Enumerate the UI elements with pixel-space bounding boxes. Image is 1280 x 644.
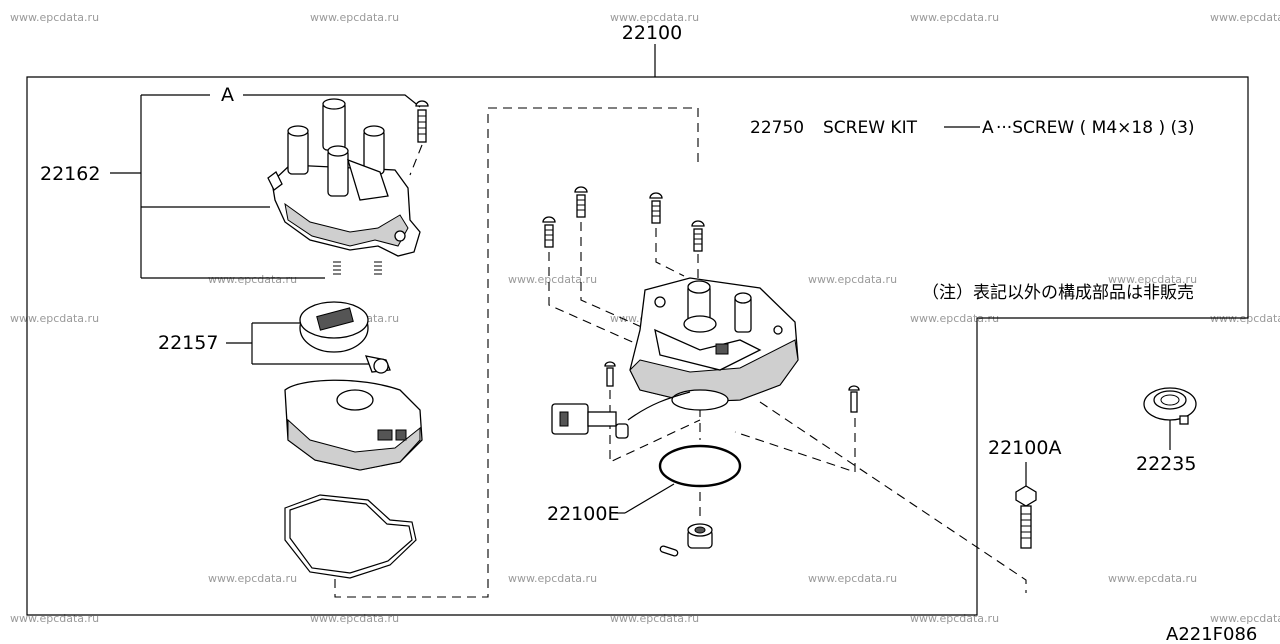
body-screws xyxy=(542,186,860,413)
gasket-inner-drawing xyxy=(289,498,413,574)
watermark-layer: www.epcdata.ru www.epcdata.ru www.epcdat… xyxy=(10,11,1280,625)
watermark: www.epcdata.ru xyxy=(208,572,297,585)
part-label-o-ring: 22100E xyxy=(547,503,619,525)
watermark: www.epcdata.ru xyxy=(10,312,99,325)
watermark: www.epcdata.ru xyxy=(808,572,897,585)
watermark: www.epcdata.ru xyxy=(910,612,999,625)
kit-note: 22750 SCREW KIT A ···SCREW ( M4×18 ) (3) xyxy=(750,118,1195,138)
assembly-part-number: 22100 xyxy=(622,22,682,44)
watermark: www.epcdata.ru xyxy=(508,572,597,585)
kit-note-part-number: 22750 xyxy=(750,118,804,138)
watermark: www.epcdata.ru xyxy=(1210,11,1280,24)
watermark: www.epcdata.ru xyxy=(10,612,99,625)
part-label-clamp: 22235 xyxy=(1136,453,1196,475)
rotor-bracket xyxy=(226,322,370,365)
watermark: www.epcdata.ru xyxy=(310,612,399,625)
kit-note-description: ···SCREW ( M4×18 ) (3) xyxy=(996,118,1195,138)
distributor-body-drawing xyxy=(629,277,799,411)
bolt-drawing xyxy=(1015,462,1037,549)
part-label-rotor: 22157 xyxy=(158,332,218,354)
housing-plate-drawing xyxy=(284,379,423,471)
o-ring-drawing xyxy=(658,444,742,488)
figure-code: A221F086 xyxy=(1166,624,1257,640)
distributor-cap-drawing xyxy=(267,98,421,275)
watermark: www.epcdata.ru xyxy=(610,11,699,24)
rotor-drawing xyxy=(299,301,391,374)
watermark: www.epcdata.ru xyxy=(310,11,399,24)
gasket-drawing xyxy=(284,494,417,579)
kit-note-marker: A xyxy=(982,118,994,138)
watermark: www.epcdata.ru xyxy=(508,273,597,286)
watermark: www.epcdata.ru xyxy=(808,273,897,286)
assembly-dashed-frame xyxy=(334,107,699,598)
watermark: www.epcdata.ru xyxy=(10,11,99,24)
watermark: www.epcdata.ru xyxy=(208,273,297,286)
cap-bracket xyxy=(110,94,421,279)
part-label-bolt: 22100A xyxy=(988,437,1061,459)
cap-screw xyxy=(409,100,429,176)
watermark: www.epcdata.ru xyxy=(910,11,999,24)
watermark: www.epcdata.ru xyxy=(1108,572,1197,585)
kit-note-label: SCREW KIT xyxy=(823,118,918,138)
watermark: www.epcdata.ru xyxy=(610,612,699,625)
watermark: www.epcdata.ru xyxy=(1210,612,1280,625)
clamp-drawing xyxy=(1143,387,1197,450)
part-label-cap: 22162 xyxy=(40,163,100,185)
assembly-border xyxy=(26,76,1249,616)
screw-guides xyxy=(548,222,1027,593)
coupling-drawing xyxy=(659,523,713,557)
connector-drawing xyxy=(551,391,691,439)
o-ring-leader xyxy=(624,483,675,514)
watermark: www.epcdata.ru xyxy=(1108,273,1197,286)
jp-note: （注）表記以外の構成部品は非販売 xyxy=(922,283,1194,303)
screw-marker-label: A xyxy=(221,84,234,106)
